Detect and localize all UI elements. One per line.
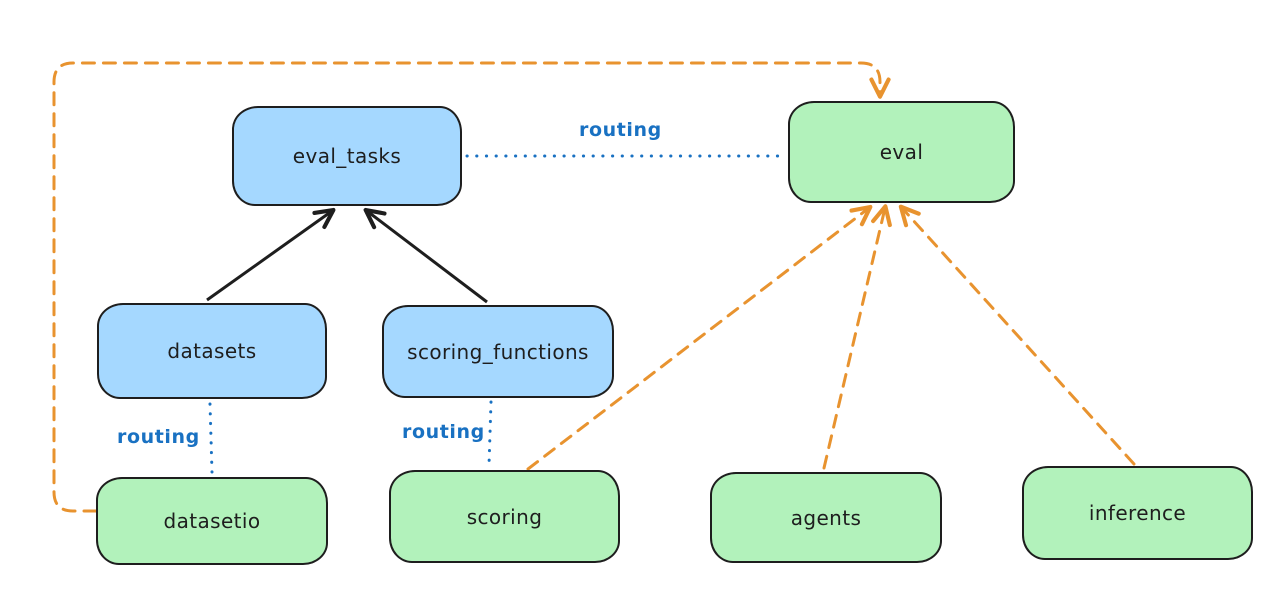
edge-inference-to-eval	[898, 204, 1136, 466]
node-eval: eval	[788, 101, 1015, 203]
routing-label-scoring-functions-scoring: routing	[402, 421, 485, 443]
node-agents: agents	[710, 472, 942, 563]
routing-label-eval-tasks-eval: routing	[579, 119, 662, 141]
node-eval-tasks: eval_tasks	[232, 106, 462, 206]
edge-datasets-to-eval-tasks	[206, 207, 336, 302]
edge-agents-to-eval	[822, 204, 892, 470]
node-scoring: scoring	[389, 470, 620, 563]
node-inference: inference	[1022, 466, 1253, 560]
edge-scoring-functions-to-scoring-routing	[487, 400, 493, 467]
node-datasets: datasets	[97, 303, 327, 399]
node-datasetio: datasetio	[96, 477, 328, 565]
edge-scoring-functions-to-eval-tasks	[363, 207, 488, 304]
edge-datasets-to-datasetio-routing	[208, 402, 214, 474]
edge-scoring-to-eval	[526, 204, 873, 471]
node-scoring-functions: scoring_functions	[382, 305, 614, 398]
routing-label-datasets-datasetio: routing	[117, 426, 200, 448]
